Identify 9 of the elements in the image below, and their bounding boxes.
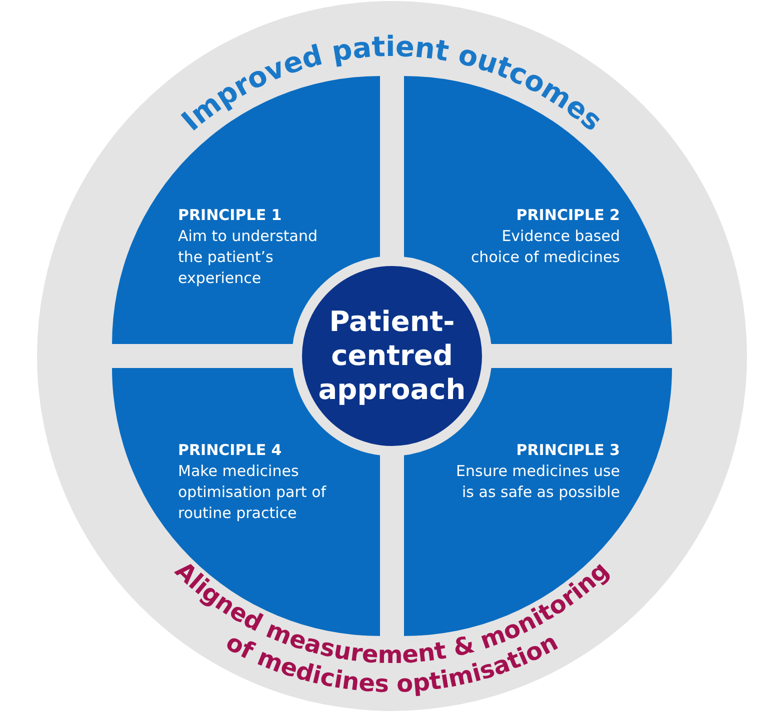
principle-heading: PRINCIPLE 3: [515, 440, 620, 461]
principle-text: Ensure medicines use is as safe as possible: [455, 461, 620, 503]
principle-heading: PRINCIPLE 4: [178, 440, 283, 461]
principle-text: Make medicines optimisation part of routine practice: [178, 461, 328, 524]
principle-text: Aim to understand the patient’s experience: [178, 226, 318, 289]
principle-heading: PRINCIPLE 2: [515, 205, 620, 226]
principle-text: Evidence based choice of medicines: [470, 226, 620, 268]
center-label: Patient-centred approach: [317, 305, 467, 407]
principle-heading: PRINCIPLE 1: [178, 205, 283, 226]
